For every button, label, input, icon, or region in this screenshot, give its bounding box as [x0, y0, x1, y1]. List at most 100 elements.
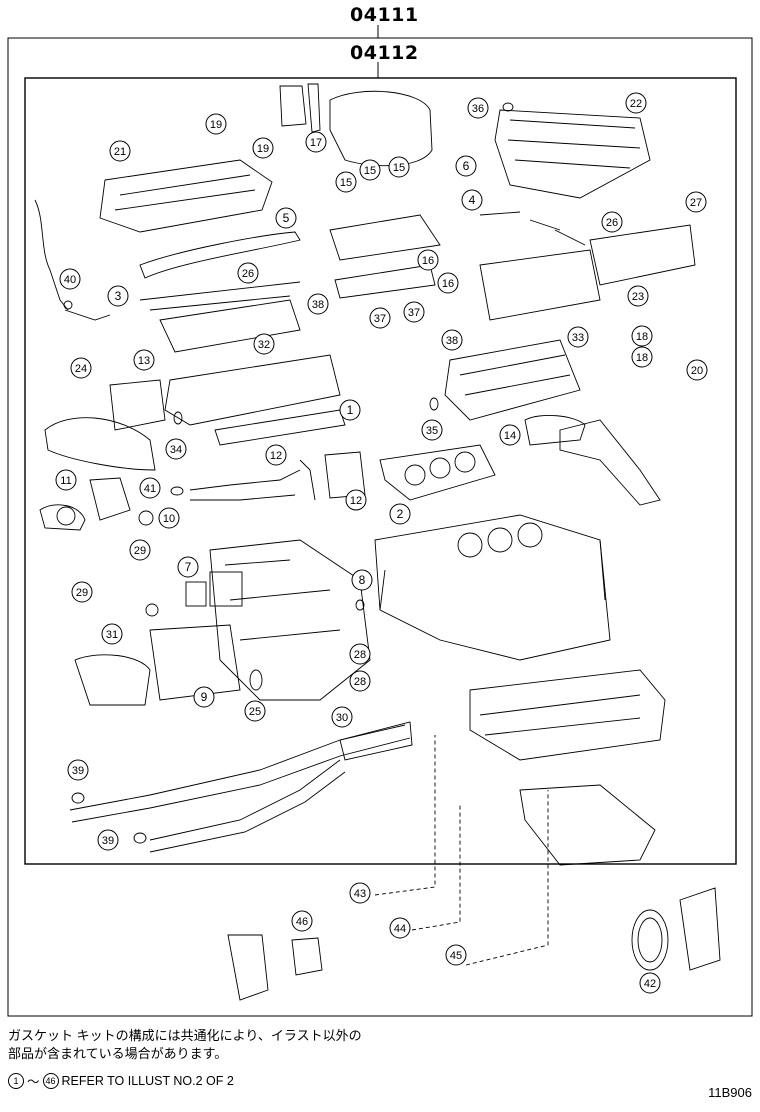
callout-number: 11 — [60, 475, 71, 487]
callout-circle — [70, 357, 92, 379]
kit-note-line-1: ガスケット キットの構成には共通化により、イラスト以外の — [8, 1028, 362, 1043]
outer-kit-frame — [7, 37, 753, 1017]
callout-39: 39 — [67, 759, 89, 781]
callout-circle — [67, 759, 89, 781]
callout-number: 45 — [450, 950, 462, 962]
callout-36: 36 — [467, 97, 489, 119]
callout-11: 11 — [55, 469, 77, 491]
callout-circle — [685, 191, 707, 213]
callout-number: 38 — [446, 335, 458, 347]
callout-circle — [601, 211, 623, 233]
callout-circle — [331, 706, 353, 728]
callout-circle — [351, 569, 373, 591]
callout-8: 8 — [351, 569, 373, 591]
callout-17: 17 — [305, 131, 327, 153]
callout-number: 44 — [394, 923, 406, 935]
callout-number: 6 — [463, 159, 470, 173]
callout-19: 19 — [252, 137, 274, 159]
ref-text: REFER TO ILLUST NO.2 OF 2 — [61, 1073, 234, 1088]
callout-12: 12 — [345, 489, 367, 511]
callout-number: 18 — [636, 331, 648, 343]
callout-2: 2 — [389, 503, 411, 525]
callout-number: 33 — [572, 332, 584, 344]
callout-number: 14 — [504, 430, 516, 442]
callout-16: 16 — [437, 272, 459, 294]
callout-29: 29 — [71, 581, 93, 603]
figure-id: 11B906 — [708, 1085, 752, 1100]
callout-44: 44 — [389, 917, 411, 939]
callout-14: 14 — [499, 424, 521, 446]
callout-circle — [71, 581, 93, 603]
kit-note-line-2: 部品が含まれている場合があります。 — [8, 1046, 228, 1061]
callout-number: 2 — [397, 507, 404, 521]
callout-circle — [193, 686, 215, 708]
callout-number: 5 — [283, 211, 290, 225]
callout-number: 42 — [644, 978, 656, 990]
callout-28: 28 — [349, 643, 371, 665]
callout-circle — [445, 944, 467, 966]
callout-4: 4 — [461, 189, 483, 211]
callout-number: 4 — [469, 193, 476, 207]
callout-circle — [177, 556, 199, 578]
callout-circle — [291, 910, 313, 932]
callout-number: 19 — [257, 143, 269, 155]
callout-number: 24 — [75, 363, 87, 375]
callout-number: 3 — [115, 289, 122, 303]
callout-number: 18 — [636, 352, 648, 364]
callout-circle — [107, 285, 129, 307]
callout-number: 15 — [340, 177, 352, 189]
callout-38: 38 — [441, 329, 463, 351]
callout-circle — [369, 307, 391, 329]
outer-kit-code: 04111 — [350, 4, 419, 26]
callout-45: 45 — [445, 944, 467, 966]
callout-circle — [389, 917, 411, 939]
callout-number: 26 — [242, 268, 254, 280]
callout-number: 7 — [185, 560, 192, 574]
callout-circle — [437, 272, 459, 294]
callout-37: 37 — [403, 301, 425, 323]
callout-circle — [421, 419, 443, 441]
callout-circle — [339, 399, 361, 421]
callout-number: 41 — [144, 483, 156, 495]
callout-23: 23 — [627, 285, 649, 307]
inner-kit-frame — [24, 77, 737, 865]
callout-33: 33 — [567, 326, 589, 348]
callout-number: 16 — [422, 255, 434, 267]
callout-circle — [417, 249, 439, 271]
callout-circle — [275, 207, 297, 229]
callout-21: 21 — [109, 140, 131, 162]
callout-circle — [345, 489, 367, 511]
callout-circle — [139, 477, 161, 499]
callout-circle — [252, 137, 274, 159]
callout-28: 28 — [349, 670, 371, 692]
callout-circle — [403, 301, 425, 323]
callout-number: 30 — [336, 712, 348, 724]
callout-number: 17 — [310, 137, 322, 149]
callout-circle — [631, 325, 653, 347]
callout-43: 43 — [349, 882, 371, 904]
ref-end-number: 46 — [42, 1072, 59, 1089]
inner-kit-code: 04112 — [350, 42, 419, 64]
callout-number: 12 — [270, 450, 282, 462]
callout-circle — [461, 189, 483, 211]
callout-number: 32 — [258, 339, 270, 351]
callout-13: 13 — [133, 349, 155, 371]
callout-circle — [165, 438, 187, 460]
callout-5: 5 — [275, 207, 297, 229]
callout-circle — [467, 97, 489, 119]
callout-circle — [307, 293, 329, 315]
callout-number: 39 — [72, 765, 84, 777]
callout-number: 26 — [606, 217, 618, 229]
callout-32: 32 — [253, 333, 275, 355]
callout-circle — [133, 349, 155, 371]
callout-number: 22 — [630, 98, 642, 110]
callout-22: 22 — [625, 92, 647, 114]
callout-circle — [335, 171, 357, 193]
callout-number: 36 — [472, 103, 484, 115]
callout-37: 37 — [369, 307, 391, 329]
callout-circle — [305, 131, 327, 153]
callout-38: 38 — [307, 293, 329, 315]
callout-7: 7 — [177, 556, 199, 578]
callout-number: 38 — [312, 299, 324, 311]
